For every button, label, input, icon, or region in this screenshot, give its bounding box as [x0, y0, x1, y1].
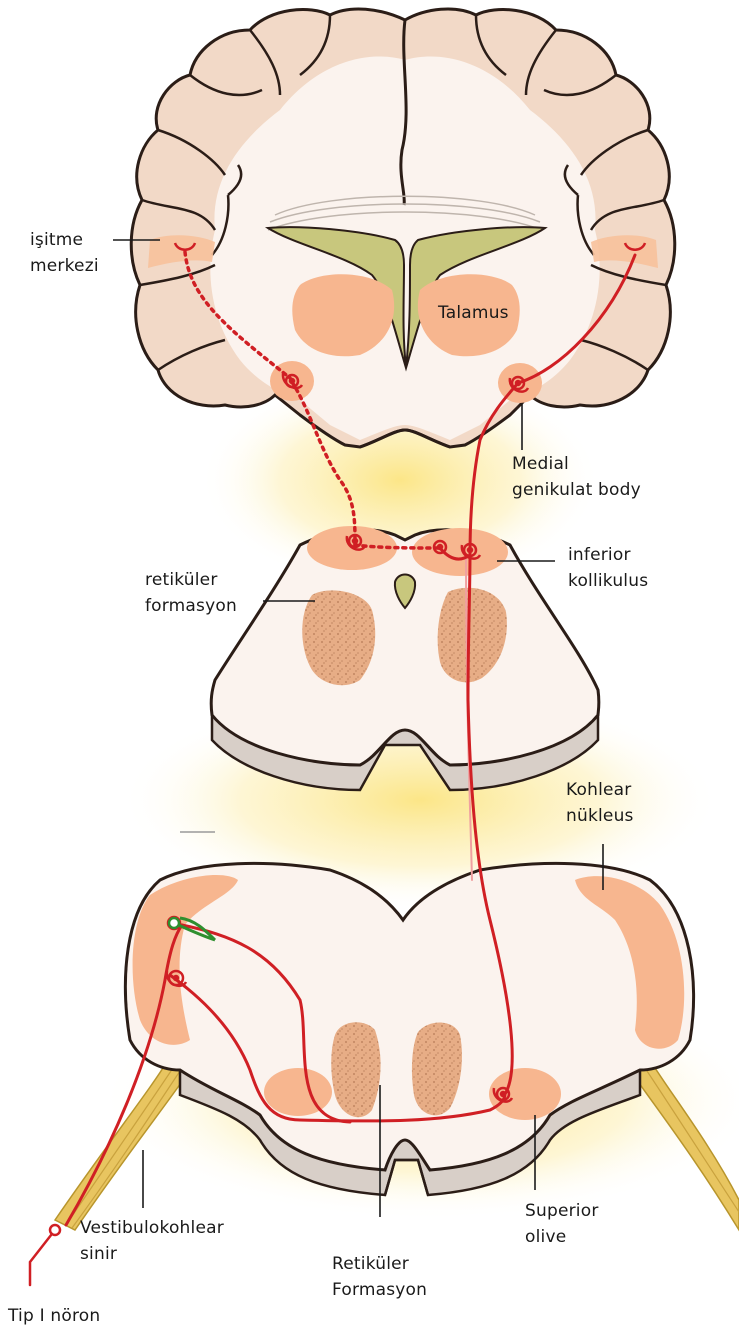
midbrain-outline — [211, 530, 599, 765]
label-retikuler-formasyon-bottom: Retiküler Formasyon — [332, 1251, 427, 1303]
reticular-formation-top-left — [302, 590, 375, 685]
label-isitme-merkezi: işitme merkezi — [30, 227, 99, 279]
label-isitme-merkezi-line1: işitme — [30, 227, 99, 253]
label-kohlear-nukleus: Kohlear nükleus — [566, 777, 634, 829]
label-kohlear-nukleus-line1: Kohlear — [566, 777, 634, 803]
label-medial-genikulat-line1: Medial — [512, 451, 641, 477]
label-vestibulokohlear-sinir-line1: Vestibulokohlear — [80, 1215, 224, 1241]
label-isitme-merkezi-line2: merkezi — [30, 253, 99, 279]
label-retikuler-formasyon-top-line2: formasyon — [145, 593, 237, 619]
label-vestibulokohlear-sinir: Vestibulokohlear sinir — [80, 1215, 224, 1267]
label-inferior-kollikulus: inferior kollikulus — [568, 542, 648, 594]
label-tip-i-noron: Tip I nöron — [8, 1303, 100, 1329]
label-medial-genikulat: Medial genikulat body — [512, 451, 641, 503]
label-retikuler-formasyon-bottom-line2: Formasyon — [332, 1277, 427, 1303]
label-superior-olive: Superior olive — [525, 1198, 599, 1250]
reticular-formation-bottom-left — [331, 1022, 380, 1117]
label-talamus: Talamus — [438, 300, 509, 326]
label-vestibulokohlear-sinir-line2: sinir — [80, 1241, 224, 1267]
cerebrum-section — [131, 9, 675, 447]
label-superior-olive-line1: Superior — [525, 1198, 599, 1224]
label-kohlear-nukleus-line2: nükleus — [566, 803, 634, 829]
superior-olive-left — [264, 1068, 332, 1116]
label-inferior-kollikulus-line1: inferior — [568, 542, 648, 568]
label-retikuler-formasyon-top: retiküler formasyon — [145, 567, 237, 619]
label-medial-genikulat-line2: genikulat body — [512, 477, 641, 503]
label-retikuler-formasyon-top-line1: retiküler — [145, 567, 237, 593]
label-superior-olive-line2: olive — [525, 1224, 599, 1250]
inferior-colliculus-right — [412, 528, 508, 576]
label-inferior-kollikulus-line2: kollikulus — [568, 568, 648, 594]
label-retikuler-formasyon-bottom-line1: Retiküler — [332, 1251, 427, 1277]
